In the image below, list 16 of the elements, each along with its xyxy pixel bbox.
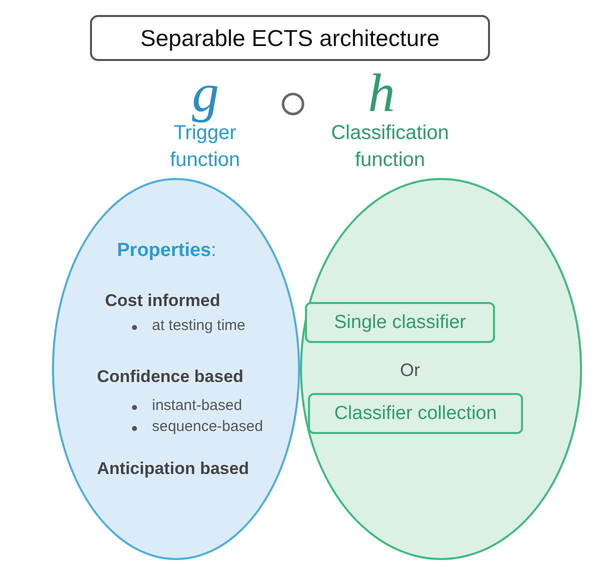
heading-text: Anticipation based — [97, 459, 250, 479]
function-symbol: h — [368, 66, 395, 120]
list-item: at testing time — [152, 317, 246, 334]
heading-text: Confidence based — [97, 367, 244, 387]
title-box — [90, 15, 490, 61]
function-label: Classification function — [330, 121, 450, 173]
classifier-box: Classifier collection — [308, 393, 523, 434]
function-symbol: g — [192, 66, 219, 120]
list-item: sequence-based — [152, 418, 263, 435]
classifier-box: Single classifier — [305, 302, 495, 343]
list-item: instant-based — [152, 397, 242, 414]
heading-text: Cost informed — [105, 291, 220, 311]
function-label: Trigger function — [168, 122, 242, 173]
or-text: Or — [400, 360, 420, 381]
title-text: Separable ECTS architecture — [140, 24, 440, 52]
heading-text: Properties: — [117, 240, 216, 262]
